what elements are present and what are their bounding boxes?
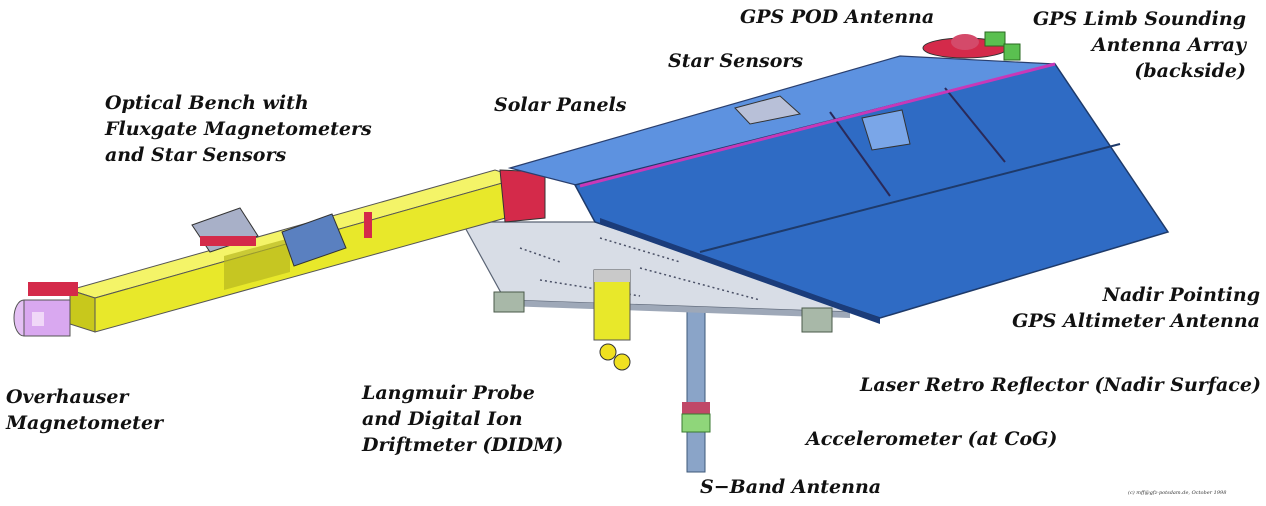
label-star-sensors: Star Sensors xyxy=(668,50,804,72)
label-accelerometer: Accelerometer (at CoG) xyxy=(806,428,1058,450)
label-optical-bench: Optical Bench with Fluxgate Magnetometer… xyxy=(105,92,372,166)
label-s-band-antenna: S−Band Antenna xyxy=(700,476,882,498)
satellite-body xyxy=(460,221,851,333)
solar-panels xyxy=(507,55,1170,324)
overhauser-magnetometer xyxy=(13,282,78,337)
s-band-antenna xyxy=(681,299,711,473)
copyright-note: (c) mff@gfz-potsdam.de, October 1998 xyxy=(1128,490,1227,496)
label-overhauser-magnetometer: Overhauser Magnetometer xyxy=(6,386,164,434)
optical-bench-boom xyxy=(68,169,546,333)
label-solar-panels: Solar Panels xyxy=(494,94,627,116)
label-langmuir-probe: Langmuir Probe and Digital Ion Driftmete… xyxy=(362,382,564,456)
label-gps-pod-antenna: GPS POD Antenna xyxy=(740,6,935,28)
label-nadir-gps-antenna: Nadir Pointing GPS Altimeter Antenna xyxy=(1012,284,1260,332)
langmuir-probe-didm xyxy=(593,269,631,371)
gps-pod-antenna xyxy=(922,31,1021,61)
label-laser-retro-reflector: Laser Retro Reflector (Nadir Surface) xyxy=(860,374,1261,396)
label-gps-limb-sounding: GPS Limb Sounding Antenna Array (backsid… xyxy=(1032,8,1246,82)
